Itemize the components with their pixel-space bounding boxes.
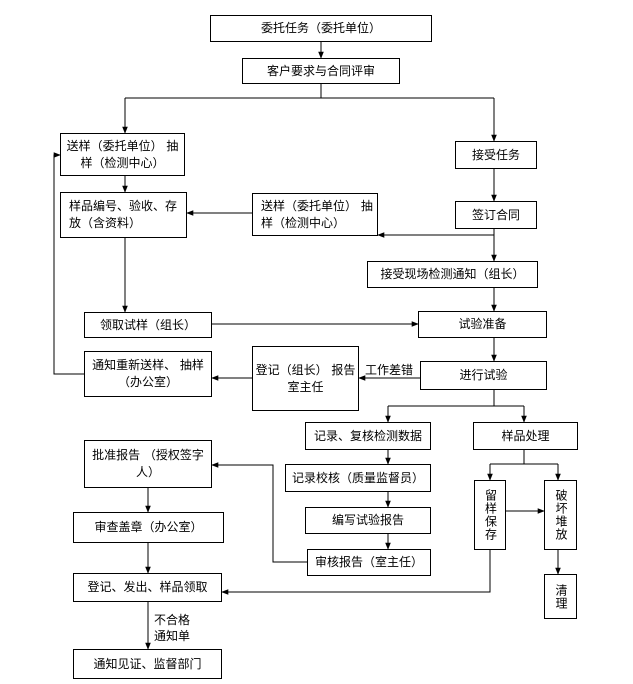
destroy-sample-label: 破坏堆放 bbox=[554, 489, 568, 541]
node-accept-task: 接受任务 bbox=[455, 141, 537, 169]
node-review-report: 审核报告（室主任） bbox=[307, 549, 431, 576]
arrow-review-to-approve bbox=[211, 462, 307, 563]
arrow-resample-to-delivery bbox=[53, 152, 84, 375]
retain-sample-label: 留样保存 bbox=[483, 489, 498, 541]
node-run-test: 进行试验 bbox=[420, 361, 547, 390]
node-register-issue: 登记、发出、样品领取 bbox=[73, 573, 222, 602]
node-sample-delivery-2: 送样（委托单位） 抽样（检测中心） bbox=[252, 193, 378, 236]
arrow-retain-to-issue bbox=[221, 550, 491, 595]
node-record-data: 记录、复核检测数据 bbox=[305, 422, 431, 450]
node-record-check: 记录校核（质量监督员） bbox=[285, 464, 431, 492]
label-unqualified: 不合格 通知单 bbox=[154, 613, 191, 643]
node-write-report: 编写试验报告 bbox=[305, 507, 431, 534]
node-approve-report: 批准报告 （授权签字人） bbox=[84, 440, 212, 488]
clean-up-label: 清理 bbox=[554, 583, 568, 610]
node-sample-handling: 样品处理 bbox=[473, 422, 578, 450]
node-sample-delivery: 送样（委托单位） 抽样（检测中心） bbox=[60, 133, 185, 176]
node-resample-notice: 通知重新送样、 抽样（办公室） bbox=[84, 351, 212, 397]
label-work-error: 工作差错 bbox=[365, 363, 414, 377]
node-contract-review: 客户要求与合同评审 bbox=[242, 58, 400, 84]
node-collect-sample: 领取试样（组长） bbox=[84, 312, 212, 338]
node-destroy-sample: 破坏堆放 bbox=[544, 480, 577, 550]
node-entrust-task: 委托任务（委托单位） bbox=[210, 15, 432, 42]
node-clean-up: 清理 bbox=[544, 574, 577, 619]
node-field-notice: 接受现场检测通知（组长） bbox=[367, 261, 538, 288]
node-sign-contract: 签订合同 bbox=[455, 201, 537, 229]
node-sample-register: 样品编号、验收、存 放（含资料） bbox=[60, 192, 187, 238]
node-review-seal: 审查盖章（办公室） bbox=[73, 512, 224, 543]
node-register-leader: 登记（组长） 报告室主任 bbox=[252, 346, 359, 411]
node-notify: 通知见证、监督部门 bbox=[73, 649, 222, 679]
node-retain-sample: 留样保存 bbox=[474, 480, 506, 550]
node-test-prep: 试验准备 bbox=[418, 311, 547, 338]
